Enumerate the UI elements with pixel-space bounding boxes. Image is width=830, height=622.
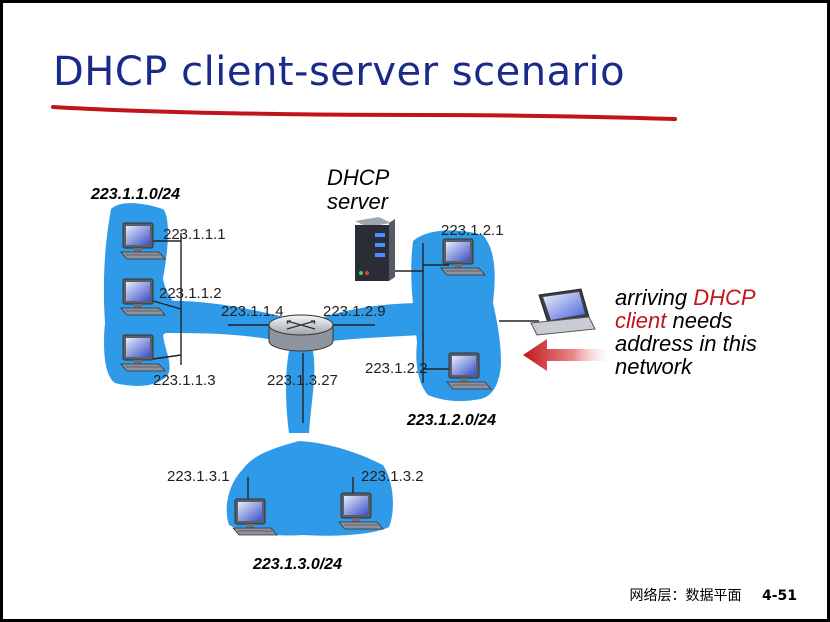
footer-text: 网络层：数据平面	[629, 588, 742, 604]
dhcp-server-icon	[355, 217, 395, 281]
slide-title: DHCP client-server scenario	[53, 49, 626, 95]
router-if-223-1-1-4: 223.1.1.4	[221, 303, 284, 320]
host-ip-223-1-2-1: 223.1.2.1	[441, 222, 504, 239]
slide-footer: 网络层：数据平面 4-51	[630, 585, 798, 605]
client-note-needs: needs	[666, 308, 732, 333]
subnet-label-1: 223.1.1.0/24	[90, 186, 180, 203]
host-ip-223-1-1-1: 223.1.1.1	[163, 226, 226, 243]
client-note-line4: network	[615, 354, 693, 379]
client-note-line1: arriving DHCP	[615, 285, 756, 310]
host-ip-223-1-1-2: 223.1.1.2	[159, 285, 222, 302]
router-icon	[268, 314, 334, 352]
client-note-line3: address in this	[615, 331, 757, 356]
host-ip-223-1-3-1: 223.1.3.1	[167, 468, 230, 485]
client-note-client: client	[615, 308, 667, 333]
router-if-223-1-3-27: 223.1.3.27	[267, 372, 338, 389]
server-label-line2: server	[327, 189, 390, 214]
client-note-line2: client needs	[615, 308, 732, 333]
subnet-label-3: 223.1.3.0/24	[252, 556, 342, 573]
arrow-icon	[523, 339, 615, 371]
network-links	[152, 233, 539, 499]
server-label-line1: DHCP	[327, 165, 390, 190]
subnet-label-2: 223.1.2.0/24	[406, 412, 496, 429]
client-note-dhcp: DHCP	[693, 285, 756, 310]
host-ip-223-1-2-2: 223.1.2.2	[365, 360, 428, 377]
router-if-223-1-2-9: 223.1.2.9	[323, 303, 386, 320]
page-number: 4-51	[761, 588, 797, 604]
title-underline	[51, 105, 677, 121]
client-note-arriving: arriving	[615, 285, 693, 310]
laptop-client-icon	[530, 288, 596, 336]
host-ip-223-1-3-2: 223.1.3.2	[361, 468, 424, 485]
host-ip-223-1-1-3: 223.1.1.3	[153, 372, 216, 389]
network-diagram: DHCP server arriving DHCP client needs a…	[51, 105, 757, 573]
